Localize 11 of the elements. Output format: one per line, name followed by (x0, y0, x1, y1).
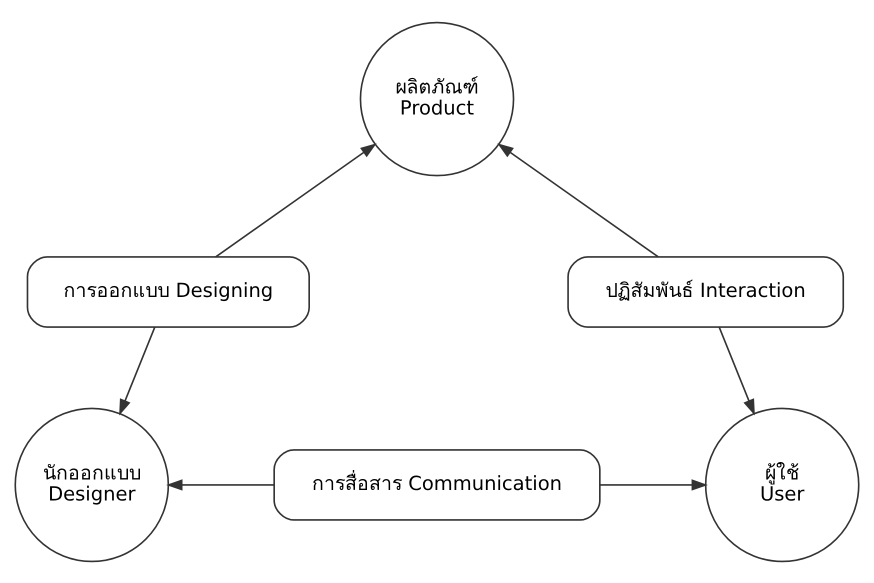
arrow (497, 142, 659, 258)
node-circle: นักออกแบบ Designer (14, 407, 170, 562)
node-box: การสื่อสาร Communication (273, 448, 601, 520)
node-box: ปฏิสัมพันธ์ Interaction (567, 256, 844, 328)
node-box: การออกแบบ Designing (26, 256, 310, 328)
arrow (119, 326, 156, 416)
arrow (166, 478, 274, 490)
node-circle: ผู้ใช้ User (704, 407, 860, 562)
arrow (215, 142, 377, 258)
arrow (718, 326, 755, 416)
arrow (600, 478, 708, 490)
